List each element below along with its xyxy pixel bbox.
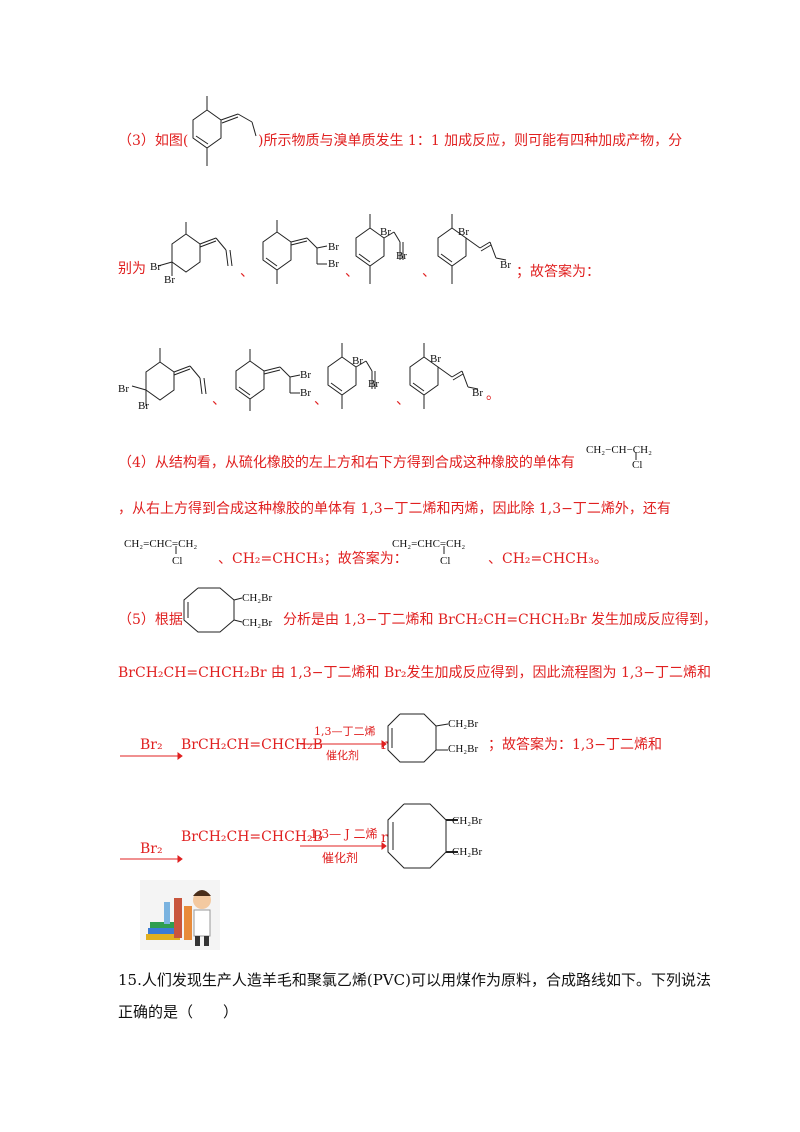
product-3-structure bbox=[355, 214, 404, 284]
flow1-r: r bbox=[381, 737, 388, 753]
flow1-intermediate: BrCH₂CH=CHCH₂B bbox=[181, 737, 323, 753]
answer-4-structure bbox=[409, 343, 479, 409]
a3-br2: Br bbox=[368, 378, 379, 390]
s3-line1-b: )所示物质与溴单质发生 1：1 加成反应，则可能有四种加成产物，分 bbox=[258, 133, 683, 149]
sep-3: 、 bbox=[422, 264, 436, 280]
product-2-structure bbox=[262, 220, 328, 284]
p1-br1: Br bbox=[150, 261, 161, 273]
a4-br2: Br bbox=[472, 387, 483, 399]
p4-br2: Br bbox=[500, 259, 511, 271]
a1-br1: Br bbox=[118, 383, 129, 395]
answer-2-structure bbox=[235, 349, 301, 411]
s4-line1: （4）从结构看，从硫化橡胶的左上方和右下方得到合成这种橡胶的单体有 bbox=[118, 455, 575, 471]
chloroprene-bond-2 bbox=[443, 546, 445, 554]
chloroprene-cl-1: Cl bbox=[172, 555, 183, 567]
flow2-arrow-1 bbox=[120, 855, 183, 863]
s5-line1-b: 分析是由 1,3−丁二烯和 BrCH₂CH=CHCH₂Br 发生加成反应得到， bbox=[283, 612, 717, 628]
p2-br1: Br bbox=[328, 241, 339, 253]
reactant-structure bbox=[192, 96, 257, 166]
sep-2: 、 bbox=[345, 264, 359, 280]
a2-br2: Br bbox=[300, 387, 311, 399]
s5-sub1: CH₂Br bbox=[242, 592, 273, 604]
chloroprene-bond-1 bbox=[175, 546, 177, 554]
flow2-cond-top: 1,3— J 二烯 bbox=[310, 827, 378, 841]
product-ring-structure bbox=[183, 587, 243, 633]
sep-6: 、 bbox=[396, 392, 410, 408]
flow1-br2: Br₂ bbox=[140, 737, 163, 753]
product-1-structure bbox=[157, 222, 233, 276]
chloroprene-top-1: CH₂=CHC=CH₂ bbox=[124, 538, 198, 550]
s3-line1-a: （3）如图( bbox=[118, 133, 189, 149]
s4-struct-bond bbox=[635, 452, 637, 460]
s3-line2-end: ；故答案为： bbox=[516, 264, 600, 280]
s4-struct-cl: Cl bbox=[632, 459, 643, 471]
flow1-cond-top: 1,3—丁二烯 bbox=[314, 725, 376, 738]
s4-propene-1: 、CH₂=CHCH₃；故答案为： bbox=[218, 551, 408, 567]
s4-line2: ，从右上方得到合成这种橡胶的单体有 1,3−丁二烯和丙烯，因此除 1,3−丁二烯… bbox=[118, 501, 671, 517]
answer-3-structure bbox=[327, 343, 376, 409]
scientist-illustration bbox=[140, 880, 220, 950]
s5-line2: BrCH₂CH=CHCH₂Br 由 1,3−丁二烯和 Br₂发生加成反应得到，因… bbox=[118, 665, 711, 681]
answer-1-structure bbox=[131, 348, 207, 406]
p2-br2: Br bbox=[328, 258, 339, 270]
flow1-cond-bottom: 催化剂 bbox=[326, 749, 359, 762]
flow2-br2: Br₂ bbox=[140, 841, 163, 857]
s3-end-mark: 。 bbox=[486, 387, 500, 403]
chloroprene-top-2: CH₂=CHC=CH₂ bbox=[392, 538, 466, 550]
flow2-r: r bbox=[381, 830, 388, 846]
p1-br2: Br bbox=[164, 274, 175, 286]
s5-answer: ；故答案为：1,3−丁二烯和 bbox=[488, 737, 662, 753]
flow2-sub1: CH₂Br bbox=[452, 815, 483, 827]
a1-br2: Br bbox=[138, 400, 149, 412]
flow1-sub1: CH₂Br bbox=[448, 718, 479, 730]
s5-sub2: CH₂Br bbox=[242, 617, 273, 629]
flow1-product-ring bbox=[387, 713, 449, 763]
s3-line2-a: 别为 bbox=[118, 261, 146, 277]
flow2-intermediate: BrCH₂CH=CHCH₂B bbox=[181, 829, 323, 845]
flow1-arrow-1 bbox=[120, 752, 183, 760]
flow1-sub2: CH₂Br bbox=[448, 743, 479, 755]
q15-line1: 15.人们发现生产人造羊毛和聚氯乙烯(PVC)可以用煤作为原料，合成路线如下。下… bbox=[118, 971, 711, 989]
flow2-product-ring bbox=[387, 803, 458, 869]
p4-br1: Br bbox=[458, 226, 469, 238]
p3-br2: Br bbox=[396, 250, 407, 262]
sep-1: 、 bbox=[240, 264, 254, 280]
q15-line2: 正确的是（ ） bbox=[118, 1003, 239, 1021]
a3-br1: Br bbox=[352, 355, 363, 367]
a4-br1: Br bbox=[430, 353, 441, 365]
flow2-cond-bottom: 催化剂 bbox=[322, 851, 359, 865]
flow2-sub2: CH₂Br bbox=[452, 846, 483, 858]
sep-5: 、 bbox=[314, 392, 328, 408]
a2-br1: Br bbox=[300, 369, 311, 381]
chloroprene-cl-2: Cl bbox=[440, 555, 451, 567]
p3-br1: Br bbox=[380, 226, 391, 238]
product-4-structure bbox=[437, 214, 507, 284]
s5-line1-a: （5）根据 bbox=[118, 612, 183, 628]
s4-propene-2: 、CH₂=CHCH₃。 bbox=[488, 551, 608, 567]
sep-4: 、 bbox=[212, 392, 226, 408]
s4-struct-top: CH₂−CH−CH₂ bbox=[586, 444, 652, 456]
flow1-arrow-2 bbox=[300, 740, 387, 748]
flow2-arrow-2 bbox=[300, 842, 387, 850]
